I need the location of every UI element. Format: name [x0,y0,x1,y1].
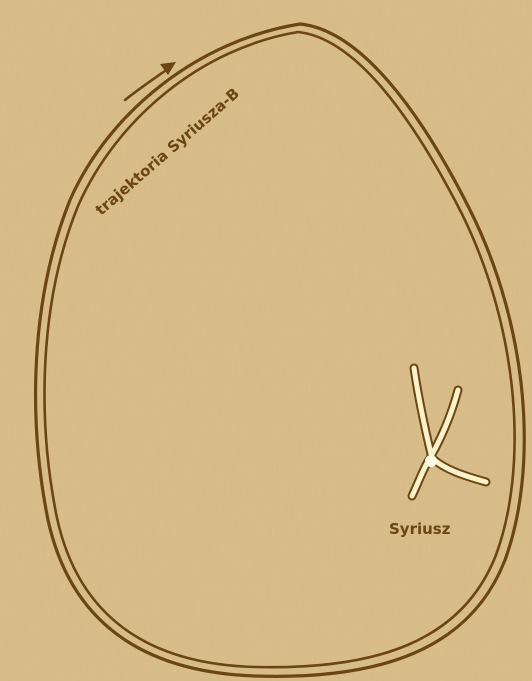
sirius-label: Syriusz [389,520,451,538]
